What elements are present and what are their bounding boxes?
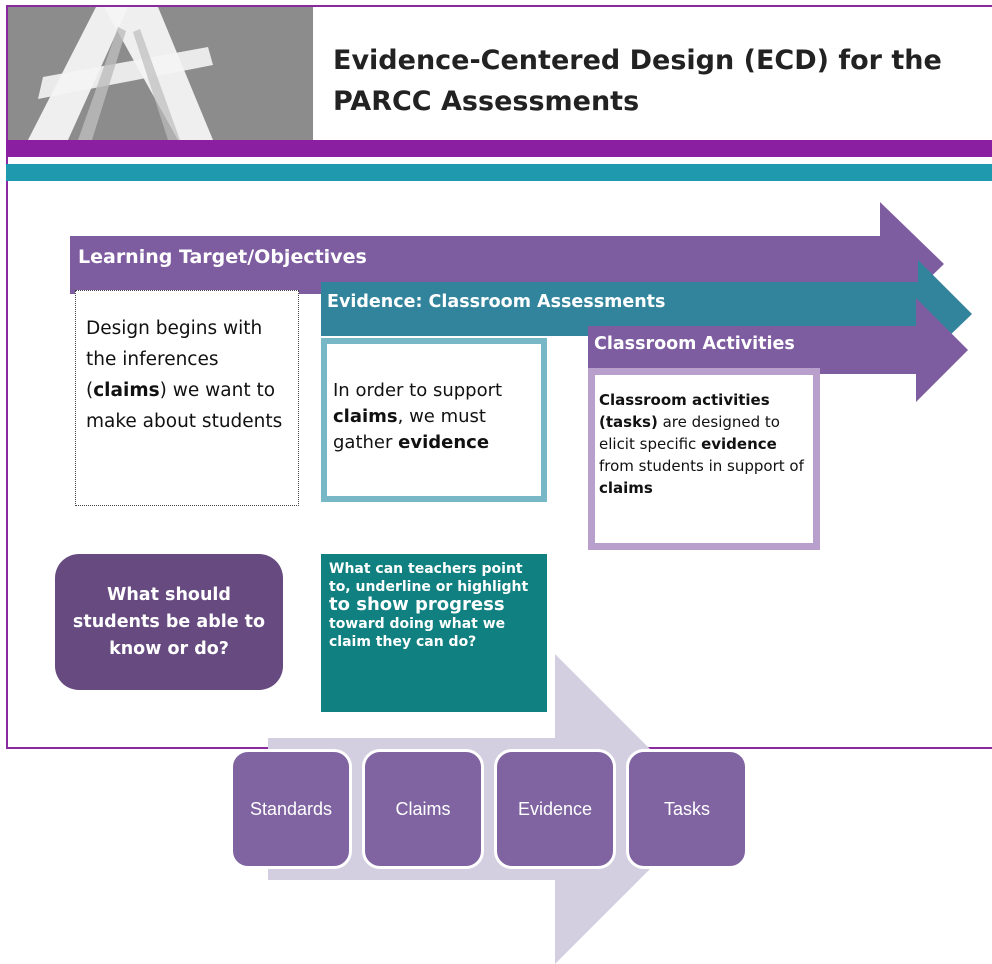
learning-target-arrow (70, 202, 944, 326)
activities-text-evidence: evidence (701, 435, 777, 453)
parcc-logo (8, 7, 313, 140)
teachers-question-box: What can teachers point to, underline or… (321, 554, 547, 712)
evidence-assessments-label: Evidence: Classroom Assessments (327, 292, 666, 312)
activities-text-mid-1: are designed to elicit specific (599, 413, 780, 453)
support-text-evidence: evidence (398, 432, 490, 453)
logo-letter-a-icon (8, 7, 313, 140)
support-text-claims: claims (333, 406, 398, 427)
teachers-text-big: to show progress (329, 594, 505, 615)
teal-band (6, 164, 992, 181)
activities-text-bold-1: Classroom activities (tasks) (599, 391, 770, 431)
purple-band (6, 140, 992, 157)
activities-text-claims: claims (599, 479, 653, 497)
support-text-mid: , we must gather (333, 406, 486, 453)
students-question-text: What should students be able to know or … (72, 584, 266, 659)
design-text-post: ) we want to make about students (86, 380, 283, 432)
classroom-activities-box: Classroom activities (tasks) are designe… (588, 368, 820, 550)
support-claims-box: In order to support claims, we must gath… (321, 338, 547, 502)
title-line-1: Evidence-Centered Design (ECD) for the (333, 45, 942, 76)
teachers-text-pre: What can teachers point to, underline or… (329, 561, 529, 595)
step-tasks: Tasks (626, 749, 748, 869)
design-text-pre: Design begins with the inferences ( (86, 318, 263, 401)
learning-target-label: Learning Target/Objectives (78, 246, 367, 268)
classroom-activities-label: Classroom Activities (594, 334, 795, 354)
evidence-assessments-arrow (321, 260, 972, 366)
slide-title: Evidence-Centered Design (ECD) for the P… (333, 40, 942, 122)
design-text-claims: claims (93, 380, 160, 401)
step-standards: Standards (230, 749, 352, 869)
step-claims: Claims (362, 749, 484, 869)
support-text-pre: In order to support (333, 380, 503, 401)
students-question-box: What should students be able to know or … (55, 554, 283, 690)
classroom-activities-arrow (588, 298, 968, 402)
step-evidence: Evidence (494, 749, 616, 869)
activities-text-mid-2: from students in support of (599, 457, 804, 475)
design-begins-box: Design begins with the inferences (claim… (75, 290, 299, 506)
title-line-2: PARCC Assessments (333, 86, 640, 117)
teachers-text-post: toward doing what we claim they can do? (329, 616, 506, 650)
